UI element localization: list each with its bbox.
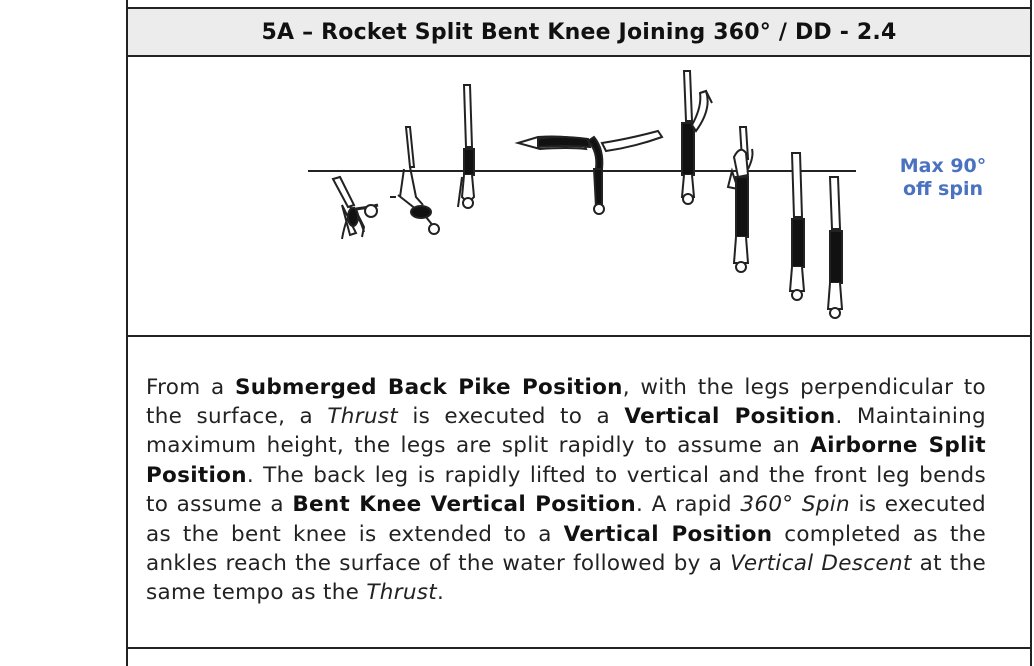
description-segment: Thrust [327, 403, 398, 429]
description-segment: . [437, 580, 445, 606]
spin-limit-note: Max 90° off spin [873, 155, 1013, 201]
figure-description: From a Submerged Back Pike Position, wit… [146, 373, 986, 608]
description-segment: is executed as the bent knee is extended… [146, 492, 987, 547]
description-segment: at the same tempo as the [146, 550, 986, 606]
swimmer-sequence-illustration [308, 70, 856, 319]
description-segment: is executed to a [398, 403, 625, 429]
description-segment: Bent Knee Vertical Position [292, 492, 636, 518]
swimmer-figure-1 [331, 175, 379, 240]
note-line-2: off spin [902, 178, 983, 200]
description-segment: completed as the ankles reach the surfac… [146, 521, 986, 576]
description-segment: 360° Spin [740, 492, 850, 518]
description-segment: , with the legs perpendicular to the sur… [146, 374, 986, 429]
figure-card: 5A – Rocket Split Bent Knee Joining 360°… [126, 0, 1032, 666]
swimmer-figure-2 [390, 126, 440, 235]
description-segment: Thrust [366, 580, 438, 606]
description-segment: . The back leg is rapidly lifted to vert… [146, 462, 986, 518]
description-segment: Vertical Position [624, 403, 836, 429]
swimmer-figure-8 [826, 176, 844, 319]
figure-title: 5A – Rocket Split Bent Knee Joining 360°… [261, 19, 897, 45]
swimmer-figure-3 [457, 84, 476, 209]
description-segment: Vertical Descent [730, 550, 912, 576]
description-segment: Submerged Back Pike Position [234, 374, 623, 400]
title-row: 5A – Rocket Split Bent Knee Joining 360°… [128, 9, 1030, 57]
illustration-panel: Max 90° off spin [128, 57, 1030, 337]
description-segment: . Maintaining maximum height, the legs a… [146, 403, 986, 459]
swimmer-figure-6 [726, 126, 754, 273]
note-line-1: Max 90° [899, 155, 987, 177]
swimmer-figure-4 [514, 129, 664, 215]
swimmer-figure-7 [788, 152, 806, 301]
swimmer-figure-5 [680, 70, 713, 205]
description-segment: Airborne Split Position [146, 433, 987, 488]
top-divider [128, 7, 1030, 9]
description-segment: . A rapid [635, 492, 741, 518]
description-segment: Vertical Position [563, 521, 773, 547]
description-segment: From a [146, 374, 235, 400]
description-panel: From a Submerged Back Pike Position, wit… [128, 337, 1030, 649]
